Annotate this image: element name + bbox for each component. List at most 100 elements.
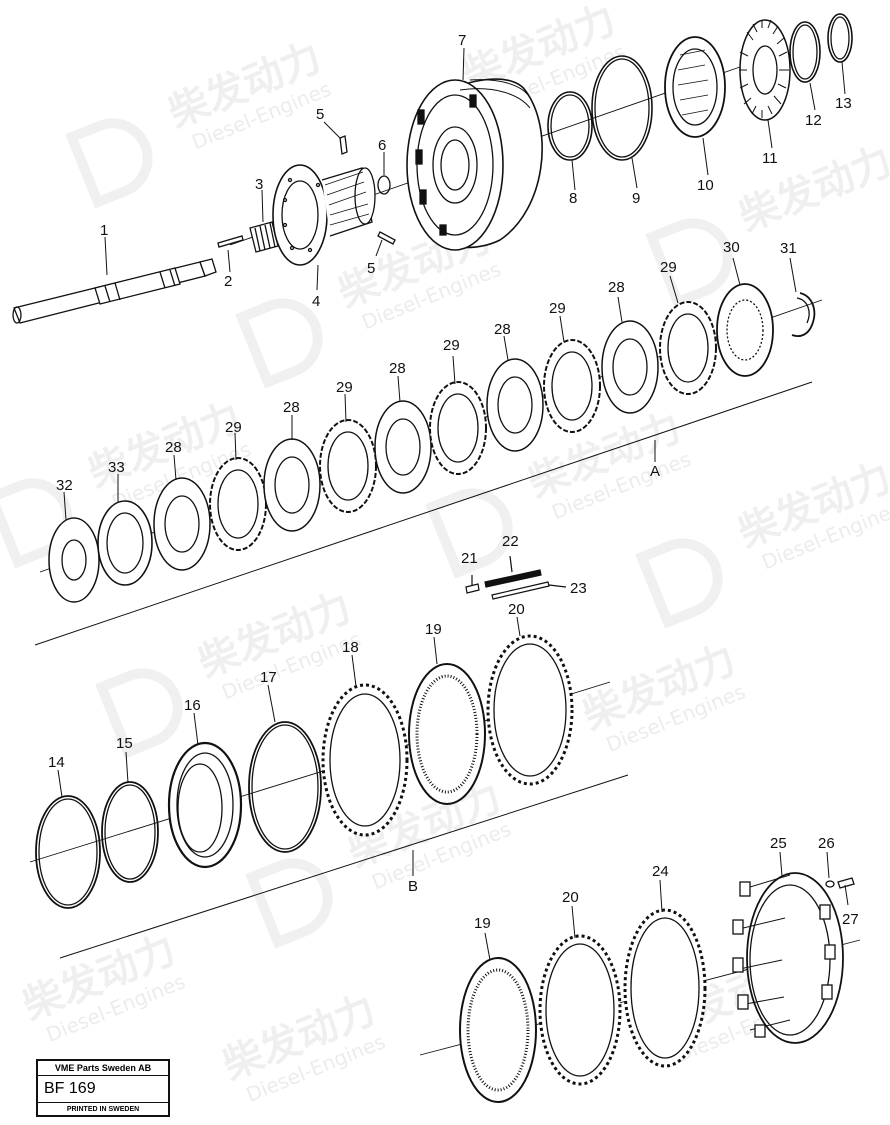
part-4-flange-hub	[272, 164, 376, 266]
callout-28b: 28	[283, 399, 300, 416]
small-parts-21-23	[465, 555, 567, 600]
part-14-ring	[35, 795, 101, 909]
callout-15: 15	[116, 735, 133, 752]
callout-25: 25	[770, 835, 787, 852]
callout-30: 30	[723, 239, 740, 256]
callout-29c: 29	[443, 337, 460, 354]
callout-29d: 29	[549, 300, 566, 317]
callout-6: 6	[378, 137, 386, 154]
callout-27: 27	[842, 911, 859, 928]
callout-29a: 29	[225, 419, 242, 436]
part-29-friction-plate	[209, 457, 267, 551]
callout-28c: 28	[389, 360, 406, 377]
group-a	[34, 283, 823, 646]
part-17-ring	[248, 721, 322, 853]
part-16-piston	[167, 741, 243, 869]
axis-label-b: B	[408, 878, 418, 895]
part-1-shaft	[12, 258, 217, 324]
callout-19b: 19	[474, 915, 491, 932]
bottom-group	[419, 872, 861, 1103]
part-13-snap-ring	[827, 13, 853, 63]
callout-31: 31	[780, 240, 797, 257]
part-32-thrust-washer	[48, 517, 100, 603]
part-28-plate	[374, 400, 432, 494]
part-29-friction-plate	[543, 339, 601, 433]
callout-4: 4	[312, 293, 320, 310]
callout-9: 9	[632, 190, 640, 207]
callout-11: 11	[762, 150, 778, 167]
part-29-friction-plate	[319, 419, 377, 513]
part-29-friction-plate	[659, 301, 717, 395]
part-33-ring	[97, 500, 153, 586]
part-7-drum	[406, 78, 543, 251]
leader-lines-b	[57, 616, 521, 798]
part-6-oring	[377, 175, 391, 195]
callout-5-upper: 5	[316, 106, 324, 123]
callout-19a: 19	[425, 621, 442, 638]
callout-labels: 1 2 3 4 5 5 6 7 8 9 10 11 12 13 32 33 28…	[48, 32, 859, 932]
part-8-ring	[547, 91, 593, 161]
callout-12: 12	[805, 112, 822, 129]
callout-7: 7	[458, 32, 466, 49]
part-22-spring	[484, 555, 542, 588]
callout-32: 32	[56, 477, 73, 494]
callout-22: 22	[502, 533, 519, 550]
part-3-bearing	[249, 221, 279, 253]
title-block-printed: PRINTED IN SWEDEN	[66, 1106, 140, 1113]
title-block: VME Parts Sweden AB BF 169 PRINTED IN SW…	[36, 1059, 170, 1117]
title-block-code: BF 169	[38, 1076, 168, 1103]
part-29-friction-plate	[429, 381, 487, 475]
callout-3: 3	[255, 176, 263, 193]
callout-20b: 20	[562, 889, 579, 906]
part-28-plate	[486, 358, 544, 452]
callout-10: 10	[697, 177, 714, 194]
part-12-ring	[789, 21, 821, 83]
part-23-rod	[491, 581, 567, 600]
part-28-plate	[153, 477, 211, 571]
part-26-washer	[825, 880, 835, 888]
leader-lines	[104, 47, 846, 291]
part-20-toothed-plate	[486, 634, 574, 786]
part-30-pressure-plate	[716, 283, 774, 377]
part-11-spring-disc	[739, 19, 791, 121]
callout-13: 13	[835, 95, 852, 112]
callout-16: 16	[184, 697, 201, 714]
part-10-piston	[664, 36, 726, 138]
part-2-pin	[217, 235, 244, 248]
part-24-toothed-ring	[623, 908, 707, 1068]
callout-29e: 29	[660, 259, 677, 276]
callout-20a: 20	[508, 601, 525, 618]
part-19-friction-disc	[408, 663, 486, 805]
watermark-cn: 柴发动力	[733, 138, 890, 241]
part-18-toothed-plate	[321, 683, 409, 837]
part-5-pin-lower	[377, 231, 396, 245]
callout-28a: 28	[165, 439, 182, 456]
part-27-bolt	[837, 877, 855, 889]
part-19-friction-disc-b	[459, 957, 537, 1103]
callout-2: 2	[224, 273, 232, 290]
callout-1: 1	[100, 222, 108, 239]
title-block-company: VME Parts Sweden AB	[38, 1061, 168, 1076]
part-31-snap-ring	[791, 292, 816, 338]
callout-5-lower: 5	[367, 260, 375, 277]
callout-26: 26	[818, 835, 835, 852]
part-28-plate	[601, 320, 659, 414]
callout-17: 17	[260, 669, 277, 686]
part-25-basket	[732, 872, 844, 1044]
part-20-toothed-plate-b	[538, 934, 622, 1086]
callout-28d: 28	[494, 321, 511, 338]
group-b	[29, 634, 629, 959]
callout-28e: 28	[608, 279, 625, 296]
part-28-plate	[263, 438, 321, 532]
callout-29b: 29	[336, 379, 353, 396]
leader-lines-c	[484, 851, 849, 961]
part-21-pin	[465, 575, 480, 594]
leader-lines-a	[63, 257, 797, 521]
part-5-pin-upper	[339, 135, 348, 155]
callout-14: 14	[48, 754, 65, 771]
callout-24: 24	[652, 863, 669, 880]
axis-label-a: A	[650, 463, 660, 480]
part-9-ring	[591, 55, 653, 161]
callout-21: 21	[461, 550, 478, 567]
